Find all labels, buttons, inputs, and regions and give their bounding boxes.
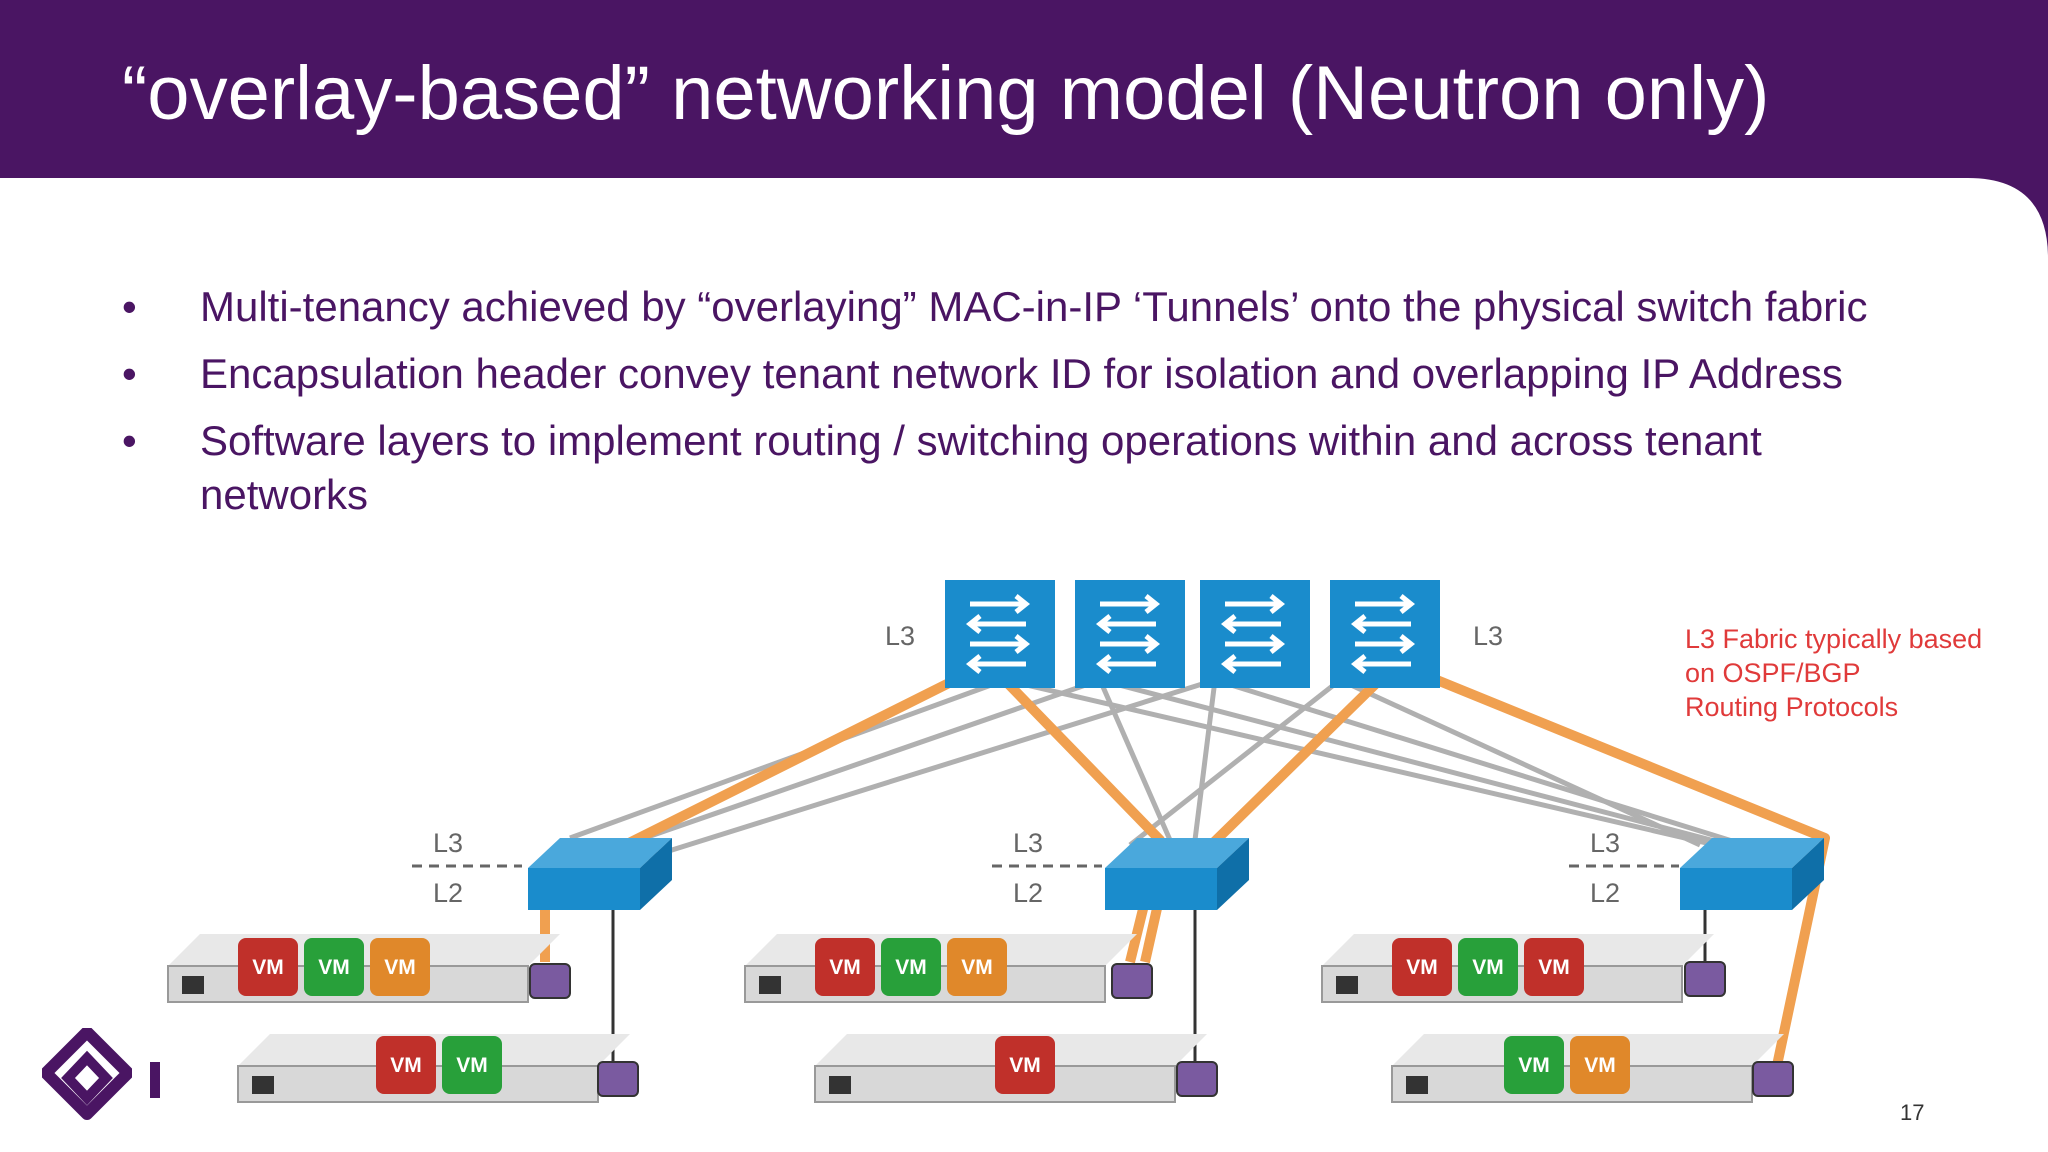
rack-2: L3 L2 VM VM VM VM xyxy=(744,828,1249,1103)
vm-badge: VM xyxy=(304,938,364,996)
vm-badge: VM xyxy=(442,1036,502,1094)
vm-badge: VM xyxy=(370,938,430,996)
nic-icon xyxy=(1176,1061,1218,1097)
title-bar xyxy=(0,0,2048,178)
slide-title: “overlay-based” networking model (Neutro… xyxy=(122,51,1770,136)
spine-switches xyxy=(945,580,1440,688)
bullet-list: • Multi-tenancy achieved by “overlaying” … xyxy=(122,280,1922,535)
tor-switch-icon xyxy=(1105,838,1249,910)
fabric-label-right: L3 xyxy=(1473,621,1503,651)
nic-icon xyxy=(597,1061,639,1097)
svg-text:VM: VM xyxy=(252,956,284,979)
svg-text:VM: VM xyxy=(1406,956,1438,979)
vm-badge: VM xyxy=(238,938,298,996)
vm-badge: VM xyxy=(1570,1036,1630,1094)
tor-switch-icon xyxy=(1680,838,1824,910)
fabric-note-line: on OSPF/BGP xyxy=(1685,658,1861,688)
logo-wordmark-fragment xyxy=(150,1062,160,1098)
spine-switch-icon xyxy=(1075,580,1185,688)
nic-icon xyxy=(1111,963,1153,999)
tor-l3-label: L3 xyxy=(1013,828,1043,858)
nic-icon xyxy=(1752,1061,1794,1097)
nic-icon xyxy=(529,963,571,999)
tor-switch-icon xyxy=(528,838,672,910)
vm-badge: VM xyxy=(376,1036,436,1094)
bullet-marker: • xyxy=(122,417,137,464)
bullet-item: • Encapsulation header convey tenant netw… xyxy=(122,347,1922,401)
fabric-links xyxy=(569,677,1746,863)
bullet-text: Software layers to implement routing / s… xyxy=(200,417,1762,518)
company-logo xyxy=(42,1028,132,1120)
tor-l2-label: L2 xyxy=(1590,878,1620,908)
bullet-text: Multi-tenancy achieved by “overlaying” M… xyxy=(200,283,1868,330)
svg-text:VM: VM xyxy=(384,956,416,979)
spine-switch-icon xyxy=(1200,580,1310,688)
svg-text:VM: VM xyxy=(895,956,927,979)
tor-l2-label: L2 xyxy=(433,878,463,908)
rack-3: L3 L2 VM VM VM VM VM xyxy=(1321,828,1824,1103)
fabric-note-line: Routing Protocols xyxy=(1685,692,1898,722)
nic-icon xyxy=(1684,961,1726,997)
vm-badge: VM xyxy=(1458,938,1518,996)
tor-l3-label: L3 xyxy=(1590,828,1620,858)
svg-text:VM: VM xyxy=(1518,1054,1550,1077)
svg-text:VM: VM xyxy=(1472,956,1504,979)
vm-badge: VM xyxy=(947,938,1007,996)
bullet-marker: • xyxy=(122,283,137,330)
vm-badge: VM xyxy=(881,938,941,996)
vm-badge: VM xyxy=(1504,1036,1564,1094)
fabric-note-line: L3 Fabric typically based xyxy=(1685,624,1982,654)
svg-text:VM: VM xyxy=(456,1054,488,1077)
vm-badge: VM xyxy=(995,1036,1055,1094)
vm-badge: VM xyxy=(1524,938,1584,996)
svg-text:VM: VM xyxy=(1584,1054,1616,1077)
tor-l3-label: L3 xyxy=(433,828,463,858)
svg-text:VM: VM xyxy=(829,956,861,979)
bullet-text: Encapsulation header convey tenant netwo… xyxy=(200,350,1843,397)
fabric-label-left: L3 xyxy=(885,621,915,651)
svg-text:VM: VM xyxy=(961,956,993,979)
svg-text:VM: VM xyxy=(390,1054,422,1077)
svg-text:VM: VM xyxy=(1538,956,1570,979)
spine-switch-icon xyxy=(945,580,1055,688)
svg-text:VM: VM xyxy=(1009,1054,1041,1077)
bullet-marker: • xyxy=(122,350,137,397)
header-corner-curve xyxy=(1968,178,2048,258)
spine-switch-icon xyxy=(1330,580,1440,688)
vm-badge: VM xyxy=(815,938,875,996)
svg-text:VM: VM xyxy=(318,956,350,979)
tor-l2-label: L2 xyxy=(1013,878,1043,908)
page-number: 17 xyxy=(1900,1100,1925,1125)
rack-1: L3 L2 VM VM VM VM VM xyxy=(167,828,672,1103)
vm-badge: VM xyxy=(1392,938,1452,996)
bullet-item: • Software layers to implement routing / … xyxy=(122,414,1922,522)
bullet-item: • Multi-tenancy achieved by “overlaying” … xyxy=(122,280,1922,334)
